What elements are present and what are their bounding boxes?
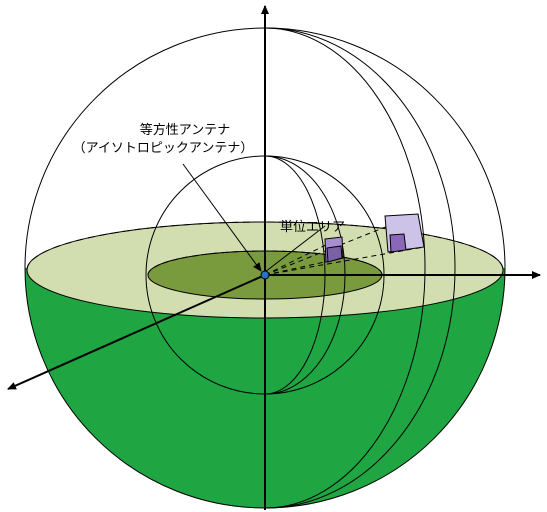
- outer-meridian-1: [264, 27, 426, 509]
- isotropic-leader: [182, 163, 262, 272]
- unit-area-large: [389, 233, 407, 253]
- outer-meridian-2: [264, 27, 456, 509]
- depth-axis: [7, 274, 266, 390]
- isotropic-antenna-label: 等方性アンテナ: [140, 122, 230, 138]
- unit-area-small: [326, 245, 343, 263]
- outer-disk-far-edge: [26, 221, 504, 271]
- isotropic-antenna-sublabel: （アイソトロピックアンテナ）: [73, 141, 254, 156]
- unit-area-label: 単位エリア: [280, 219, 345, 235]
- unit-area-leader: [264, 225, 326, 273]
- origin-point: [260, 270, 270, 280]
